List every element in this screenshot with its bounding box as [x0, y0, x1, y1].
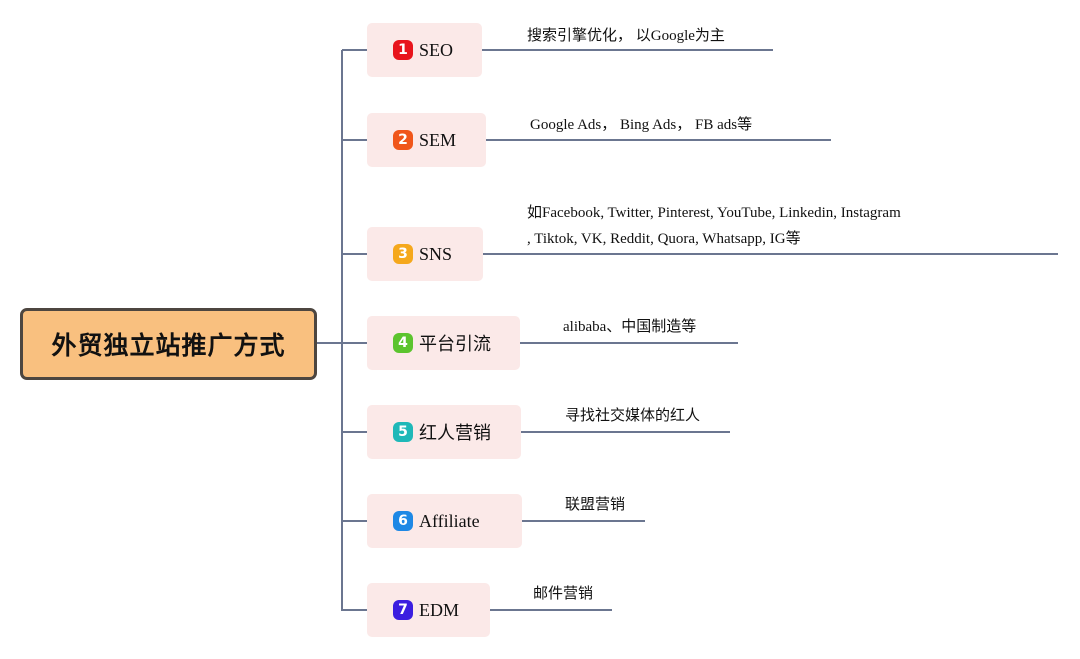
branch-label: 平台引流	[419, 334, 491, 354]
branch-connector	[342, 253, 367, 255]
number-badge-icon: 4	[393, 333, 413, 353]
branch-label: SNS	[419, 243, 453, 264]
number-badge-icon: 2	[393, 130, 413, 150]
branch-node[interactable]: 1 SEO	[367, 23, 482, 77]
branch-connector	[342, 520, 367, 522]
branch-description: 联盟营销	[565, 492, 625, 518]
branch-description: 邮件营销	[533, 581, 593, 607]
desc-underline	[490, 609, 612, 611]
description-line: 寻找社交媒体的红人	[565, 408, 701, 424]
branch-label: SEO	[419, 39, 454, 60]
branch-description: alibaba、中国制造等	[563, 314, 696, 340]
desc-underline	[520, 342, 738, 344]
desc-underline	[521, 431, 730, 433]
branch-connector	[342, 49, 367, 51]
branch-label: EDM	[419, 599, 459, 620]
description-line: , Tiktok, VK, Reddit, Quora, Whatsapp, I…	[527, 231, 801, 247]
number-badge-icon: 7	[393, 600, 413, 620]
branch-node[interactable]: 6 Affiliate	[367, 494, 522, 548]
branch-node[interactable]: 5 红人营销	[367, 405, 521, 459]
branch-description: Google Ads， Bing Ads， FB ads等	[530, 112, 752, 138]
description-line: alibaba、中国制造等	[563, 319, 697, 335]
branch-node[interactable]: 2 SEM	[367, 113, 486, 167]
branch-connector	[342, 609, 367, 611]
branch-label: SEM	[419, 129, 457, 150]
trunk-line	[341, 50, 343, 611]
branch-node[interactable]: 3 SNS	[367, 227, 483, 281]
branch-description: 如Facebook, Twitter, Pinterest, YouTube, …	[527, 200, 901, 252]
branch-node[interactable]: 4 平台引流	[367, 316, 520, 370]
number-badge-icon: 5	[393, 422, 413, 442]
branch-node[interactable]: 7 EDM	[367, 583, 490, 637]
root-label: 外贸独立站推广方式	[51, 333, 286, 360]
number-badge-icon: 6	[393, 511, 413, 531]
branch-connector	[342, 139, 367, 141]
branch-connector	[342, 342, 367, 344]
number-badge-icon: 1	[393, 40, 413, 60]
description-line: 如Facebook, Twitter, Pinterest, YouTube, …	[527, 205, 901, 221]
root-connector	[311, 342, 342, 344]
description-line: 联盟营销	[565, 497, 626, 513]
branch-description: 寻找社交媒体的红人	[565, 403, 700, 429]
branch-label: Affiliate	[419, 510, 480, 531]
description-line: 邮件营销	[533, 586, 594, 602]
desc-underline	[483, 253, 1058, 255]
desc-underline	[522, 520, 645, 522]
branch-connector	[342, 431, 367, 433]
number-badge-icon: 3	[393, 244, 413, 264]
branch-label: 红人营销	[419, 423, 491, 443]
branch-description: 搜索引擎优化， 以Google为主	[527, 23, 725, 49]
root-node[interactable]: 外贸独立站推广方式	[20, 308, 317, 380]
description-line: Google Ads， Bing Ads， FB ads等	[530, 117, 753, 133]
desc-underline	[482, 49, 773, 51]
desc-underline	[486, 139, 831, 141]
description-line: 搜索引擎优化， 以Google为主	[527, 28, 725, 44]
